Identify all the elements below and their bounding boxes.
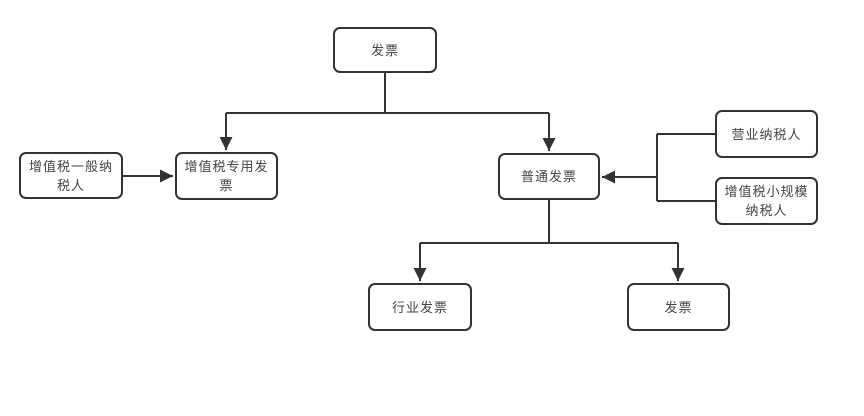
- node-label: 普通发票: [520, 169, 577, 184]
- node-invoice-leaf[interactable]: 发票: [627, 283, 730, 331]
- node-label: 行业发票: [391, 299, 448, 315]
- node-label: 增值税一般纳税人: [28, 158, 113, 193]
- node-label: 营业纳税人: [731, 126, 802, 142]
- node-label: 发票: [664, 299, 693, 315]
- node-general-taxpayer[interactable]: 增值税一般纳税人: [19, 152, 123, 199]
- node-label: 增值税专用发票: [184, 159, 269, 193]
- node-label: 增值税小规模纳税人: [724, 184, 809, 218]
- node-industry-invoice[interactable]: 行业发票: [368, 283, 472, 331]
- node-label: 发票: [370, 42, 399, 58]
- node-business-taxpayer[interactable]: 营业纳税人: [715, 110, 818, 158]
- edge-ordinary-split: [420, 200, 678, 244]
- node-ordinary-invoice[interactable]: 普通发票: [498, 153, 600, 200]
- edge-root-split: [226, 73, 549, 114]
- edge-right-taxpayers-to-ordinary-invoice: [602, 133, 715, 202]
- node-special-invoice[interactable]: 增值税专用发票: [175, 152, 278, 200]
- node-small-scale-taxpayer[interactable]: 增值税小规模纳税人: [715, 177, 818, 225]
- node-invoice-root[interactable]: 发票: [333, 27, 437, 73]
